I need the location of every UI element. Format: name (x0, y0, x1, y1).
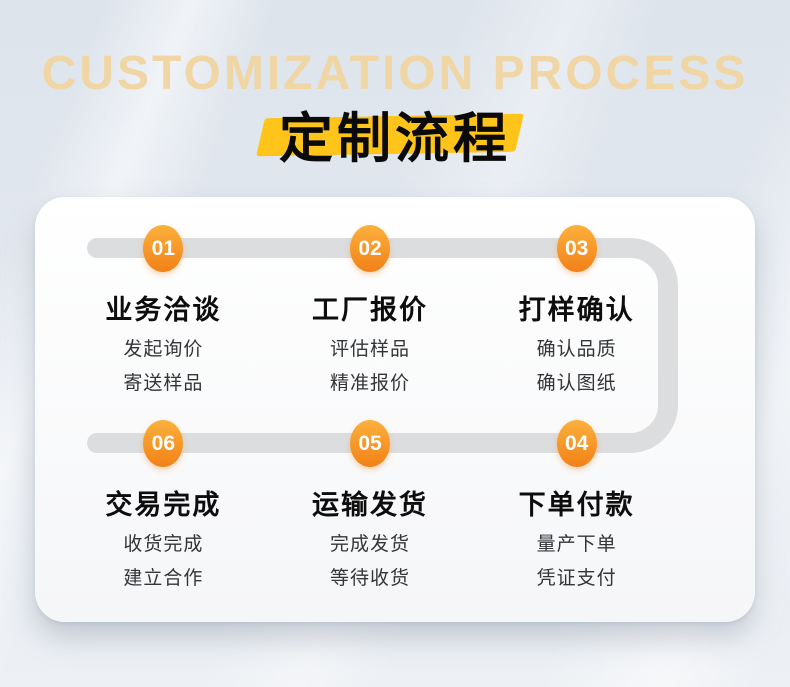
page-title: 定制流程 (0, 94, 790, 173)
process-step-01: 01 业务洽谈 发起询价 寄送样品 (60, 225, 267, 395)
step-detail: 发起询价 (123, 339, 204, 360)
process-step-05: 05 运输发货 完成发货 等待收货 (267, 420, 474, 590)
step-detail: 凭证支付 (536, 568, 617, 589)
step-title: 业务洽谈 (105, 295, 222, 325)
step-detail: 寄送样品 (123, 373, 204, 394)
step-detail: 收货完成 (123, 534, 204, 555)
step-title: 打样确认 (518, 295, 635, 325)
process-step-04: 04 下单付款 量产下单 凭证支付 (473, 420, 680, 590)
step-detail: 建立合作 (123, 568, 204, 589)
step-title: 交易完成 (105, 490, 222, 520)
title-inner: 定制流程 (256, 94, 524, 173)
step-number-badge: 02 (350, 225, 390, 272)
step-detail: 完成发货 (330, 534, 411, 555)
title-text: 定制流程 (279, 109, 511, 169)
step-detail: 精准报价 (330, 373, 411, 394)
process-step-06: 06 交易完成 收货完成 建立合作 (60, 420, 267, 590)
process-step-03: 03 打样确认 确认品质 确认图纸 (473, 225, 680, 395)
process-row-top: 01 业务洽谈 发起询价 寄送样品 02 工厂报价 评估样品 精准报价 03 打… (60, 225, 680, 395)
step-number-badge: 06 (143, 420, 184, 467)
process-track-path (87, 238, 678, 453)
process-row-bottom: 06 交易完成 收货完成 建立合作 05 运输发货 完成发货 等待收货 04 下… (60, 420, 680, 590)
step-number-badge: 03 (556, 225, 597, 272)
step-detail: 确认图纸 (536, 373, 617, 394)
step-detail: 量产下单 (536, 534, 617, 555)
step-number-badge: 04 (556, 420, 597, 467)
watermark-text: CUSTOMIZATION PROCESS (41, 47, 749, 100)
step-title: 运输发货 (312, 490, 428, 520)
step-detail: 等待收货 (330, 568, 411, 589)
process-step-02: 02 工厂报价 评估样品 精准报价 (267, 225, 474, 395)
step-title: 下单付款 (518, 490, 635, 520)
step-detail: 确认品质 (536, 339, 617, 360)
process-card: 01 业务洽谈 发起询价 寄送样品 02 工厂报价 评估样品 精准报价 03 打… (35, 197, 755, 622)
step-number-badge: 05 (350, 420, 390, 467)
step-number-badge: 01 (143, 225, 184, 272)
step-detail: 评估样品 (330, 339, 411, 360)
step-title: 工厂报价 (312, 295, 428, 325)
